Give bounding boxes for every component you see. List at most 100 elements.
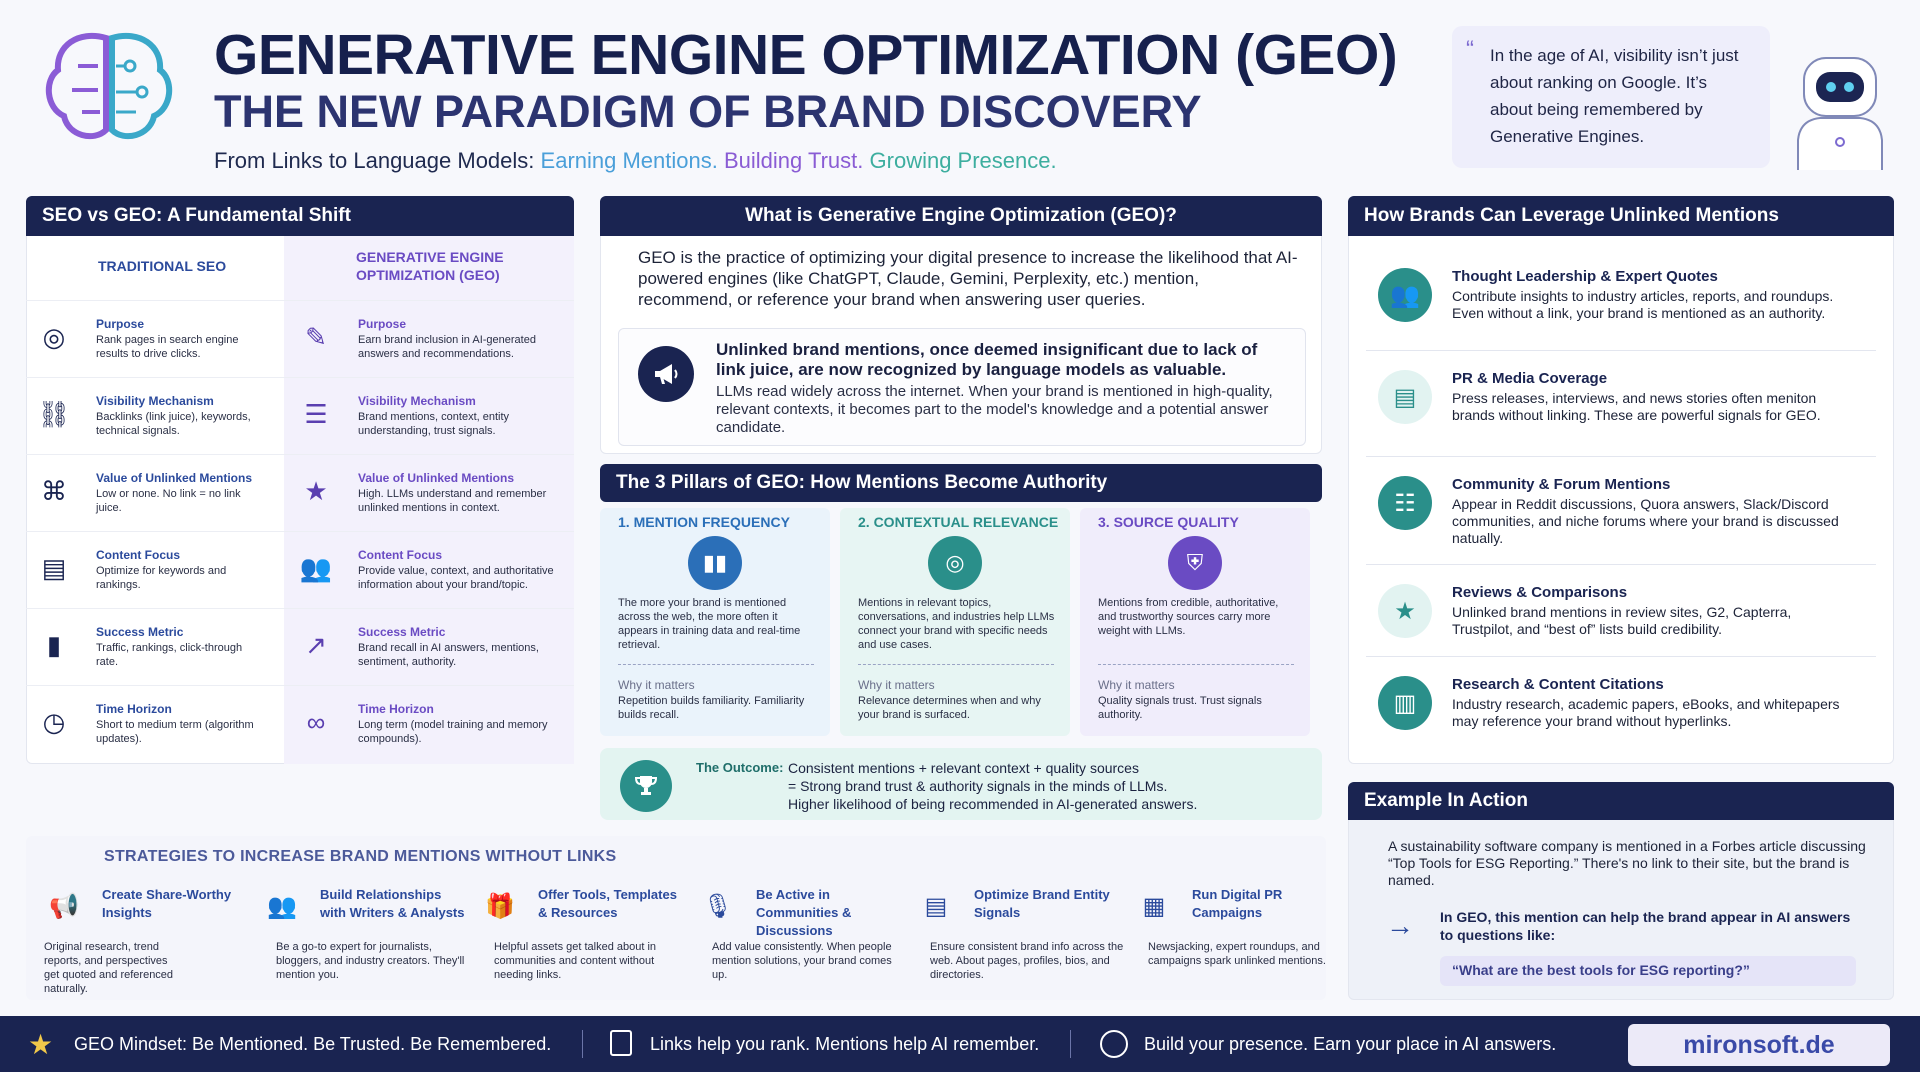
comparison-row: ⛓ Visibility Mechanism Backlinks (link j…: [26, 377, 574, 454]
people-icon: 👥: [1378, 268, 1432, 322]
book-icon: ▥: [1378, 676, 1432, 730]
document-icon: ▤: [924, 892, 948, 920]
footer-bar: [0, 1016, 1920, 1072]
seo-label: Value of Unlinked Mentions: [96, 471, 253, 485]
strategies-title: STRATEGIES TO INCREASE BRAND MENTIONS WI…: [104, 848, 617, 865]
leverage-item: ▤ PR & Media Coverage Press releases, in…: [1348, 356, 1894, 457]
strategy-text: Helpful assets get talked about in commu…: [494, 941, 657, 981]
comparison-row: ⌘ Value of Unlinked Mentions Low or none…: [26, 454, 574, 531]
tagline-c: Growing Presence.: [869, 148, 1057, 173]
bar-chart-icon: ▮▮: [688, 536, 742, 590]
footer-a: GEO Mindset: Be Mentioned. Be Trusted. B…: [74, 1034, 552, 1054]
people-icon: 👥: [299, 552, 333, 583]
pillar-why-text: Relevance determines when and why your b…: [858, 695, 1041, 721]
arrow-right-icon: →: [1386, 910, 1414, 941]
strategy-title: Build Relationships with Writers & Analy…: [320, 887, 465, 920]
megaphone-icon: 📢: [49, 892, 79, 920]
geo-text: Brand mentions, context, entity understa…: [358, 411, 510, 437]
star-badge-icon: ★: [304, 475, 328, 506]
shield-icon: ⛨: [1168, 536, 1222, 590]
seo-text: Rank pages in search engine results to d…: [96, 334, 239, 360]
strategy-item: ▤ Optimize Brand Entity Signals Ensure c…: [912, 884, 1124, 994]
seo-label: Time Horizon: [96, 702, 172, 716]
outcome-line-1: Consistent mentions + relevant context +…: [788, 760, 1139, 776]
footer-b: Links help you rank. Mentions help AI re…: [650, 1034, 1040, 1054]
seo-text: Backlinks (link juice), keywords, techni…: [96, 411, 251, 437]
seo-label: Content Focus: [96, 548, 180, 562]
people-icon: 👥: [267, 892, 297, 920]
geo-text: Earn brand inclusion in AI-generated ans…: [358, 334, 536, 360]
community-icon: ☷: [1378, 476, 1432, 530]
leverage-text: Contribute insights to industry articles…: [1452, 288, 1834, 321]
strategy-text: Be a go-to expert for journalists, blogg…: [276, 941, 465, 981]
brand-text[interactable]: mironsoft.de: [1683, 1030, 1835, 1059]
strategy-title: Be Active in Communities & Discussions: [756, 887, 852, 938]
strategy-item: 📢 Create Share-Worthy Insights Original …: [40, 884, 252, 995]
leverage-text: Appear in Reddit discussions, Quora answ…: [1452, 496, 1839, 546]
leverage-item: ☷ Community & Forum Mentions Appear in R…: [1348, 462, 1894, 565]
brain-logo: [38, 26, 180, 148]
line-chart-icon: ↗: [305, 629, 327, 660]
strategy-text: Original research, trend reports, and pe…: [44, 941, 174, 995]
geo-column-bg: [284, 236, 574, 764]
geo-label: Value of Unlinked Mentions: [358, 471, 515, 485]
divider-2: [1070, 1030, 1071, 1058]
geo-label: Purpose: [358, 317, 407, 331]
leverage-text: Press releases, interviews, and news sto…: [1452, 390, 1821, 423]
example-text: A sustainability software company is men…: [1388, 838, 1868, 889]
pillar-title: 3. SOURCE QUALITY: [1098, 514, 1239, 530]
col-seo-header: TRADITIONAL SEO: [98, 258, 227, 274]
pillar-why-text: Repetition builds familiarity. Familiari…: [618, 695, 805, 721]
geo-label: Time Horizon: [358, 702, 434, 716]
link-icon: ⛓: [37, 398, 71, 429]
chat-check-icon: ✎: [305, 321, 327, 352]
geo-label: Visibility Mechanism: [358, 394, 476, 408]
globe-icon: [1100, 1030, 1128, 1058]
outcome-box: [600, 748, 1322, 820]
infinity-icon: ∞: [306, 706, 326, 737]
document-icon: ▤: [41, 552, 67, 583]
pillar-title: 2. CONTEXTUAL RELEVANCE: [858, 514, 1059, 530]
seo-text: Traffic, rankings, click-through rate.: [96, 642, 243, 668]
pillar-why: Why it matters: [1098, 678, 1175, 692]
seo-text: Short to medium term (algorithm updates)…: [96, 719, 254, 745]
example-title: Example In Action: [1348, 782, 1894, 820]
gift-icon: 🎁: [485, 892, 515, 920]
microphone-icon: 🎙: [702, 892, 734, 920]
pillar-why: Why it matters: [858, 678, 935, 692]
pillar-text: Mentions in relevant topics, conversatio…: [858, 597, 1055, 651]
strategies-panel: [26, 836, 1326, 1000]
seo-label: Purpose: [96, 317, 145, 331]
star-icon: ★: [28, 1029, 54, 1060]
trophy-icon: [620, 760, 672, 812]
leverage-divider: [1366, 350, 1876, 351]
robot-icon: [1790, 52, 1890, 170]
pillar-why-text: Quality signals trust. Trust signals aut…: [1098, 695, 1262, 721]
unlink-icon: ⌘: [41, 475, 67, 506]
callout-bold: Unlinked brand mentions, once deemed ins…: [716, 340, 1258, 379]
seo-text: Optimize for keywords and rankings.: [96, 565, 227, 591]
quote-icon: “: [1466, 36, 1474, 63]
footer-c: Build your presence. Earn your place in …: [1144, 1034, 1557, 1054]
leverage-panel: [1348, 196, 1894, 764]
example-text-a: A sustainability software company is men…: [1388, 838, 1866, 871]
brand-badge[interactable]: mironsoft.de: [1628, 1024, 1890, 1066]
divider-1: [582, 1030, 583, 1058]
leverage-title: Reviews & Comparisons: [1452, 584, 1628, 601]
geo-text: Long term (model training and memory com…: [358, 719, 548, 745]
outcome-line-2: = Strong brand trust & authority signals…: [788, 778, 1168, 794]
pillar-title: 1. MENTION FREQUENCY: [618, 514, 790, 530]
strategy-item: 🎙 Be Active in Communities & Discussions…: [694, 884, 906, 994]
leverage-text: Industry research, academic papers, eBoo…: [1452, 696, 1840, 729]
tagline-b: Building Trust.: [723, 148, 864, 173]
leverage-items: 👥 Thought Leadership & Expert Quotes Con…: [1348, 244, 1894, 760]
seo-vs-geo-title: SEO vs GEO: A Fundamental Shift: [26, 196, 574, 236]
strategy-title: Offer Tools, Templates & Resources: [538, 887, 677, 920]
strategy-text: Newsjacking, expert roundups, and campai…: [1148, 941, 1326, 967]
pillar-divider: [618, 664, 814, 665]
example-geo: In GEO, this mention can help the brand …: [1440, 909, 1851, 943]
pillar-why: Why it matters: [618, 678, 695, 692]
strategy-title: Run Digital PR Campaigns: [1192, 887, 1283, 920]
target-icon: ◎: [928, 536, 982, 590]
star-icon: ★: [1378, 584, 1432, 638]
